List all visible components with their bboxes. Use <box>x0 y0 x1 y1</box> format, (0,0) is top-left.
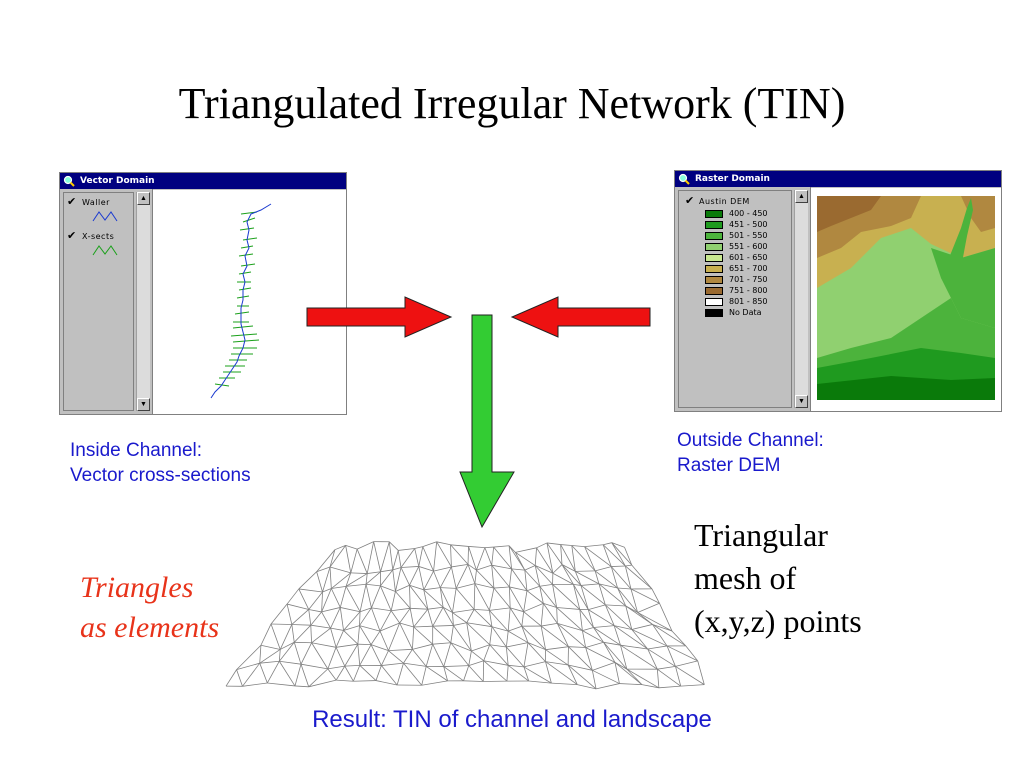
legend-row: 651 - 700 <box>705 264 768 274</box>
mesh-line1: Triangular <box>694 517 828 553</box>
legend-row: No Data <box>705 308 762 318</box>
outside-channel-caption: Outside Channel: Raster DEM <box>677 428 824 478</box>
austin-dem-checkbox[interactable]: ✔ <box>685 194 695 207</box>
scroll-up-button[interactable]: ▲ <box>795 190 808 203</box>
red-arrow-left <box>510 296 651 338</box>
mesh-label: Triangular mesh of (x,y,z) points <box>694 514 862 643</box>
mesh-line3: (x,y,z) points <box>694 603 862 639</box>
magnifier-icon <box>678 173 690 185</box>
raster-window-title: Raster Domain <box>695 174 770 184</box>
layer-name-xsects: X-sects <box>82 232 115 241</box>
raster-map-view[interactable] <box>811 188 1001 411</box>
raster-domain-window: Raster Domain ✔ Austin DEM 400 - 450 451 … <box>674 170 1002 412</box>
legend-swatch <box>705 286 723 295</box>
legend-label: 651 - 700 <box>729 264 768 273</box>
legend-swatch <box>705 209 723 218</box>
legend-row: 601 - 650 <box>705 253 768 263</box>
legend-label: 801 - 850 <box>729 297 768 306</box>
vector-window-title: Vector Domain <box>80 176 155 186</box>
legend-row: 701 - 750 <box>705 275 768 285</box>
vector-toc-scrollbar[interactable]: ▲ ▼ <box>136 192 150 411</box>
outside-channel-line1: Outside Channel: <box>677 430 824 451</box>
legend-label: 701 - 750 <box>729 275 768 284</box>
legend-swatch <box>705 253 723 262</box>
raster-layer-list: ✔ Austin DEM 400 - 450 451 - 500 501 - 550… <box>678 190 792 408</box>
green-arrow-down <box>459 314 515 529</box>
layer-name-austin-dem: Austin DEM <box>699 197 750 206</box>
legend-label: 451 - 500 <box>729 220 768 229</box>
legend-label: 400 - 450 <box>729 209 768 218</box>
vector-layer-list: ✔ Waller ✔ X-sects <box>63 192 134 411</box>
raster-toc-panel: ✔ Austin DEM 400 - 450 451 - 500 501 - 550… <box>675 187 811 411</box>
slide-title: Triangulated Irregular Network (TIN) <box>178 79 846 128</box>
tin-mesh-graphic <box>225 541 705 690</box>
red-arrow-right <box>306 296 453 338</box>
triangles-line2: as elements <box>80 611 220 644</box>
magnifier-icon <box>63 175 75 187</box>
vector-domain-window: Vector Domain ✔ Waller ✔ X-sects ▲ ▼ <box>59 172 347 415</box>
legend-swatch <box>705 264 723 273</box>
vector-window-titlebar: Vector Domain <box>60 173 346 189</box>
raster-toc-scrollbar[interactable]: ▲ ▼ <box>794 190 808 408</box>
legend-swatch <box>705 308 723 317</box>
dem-elevation-raster <box>817 196 995 400</box>
xsects-line-symbol-icon <box>92 245 118 256</box>
legend-label: No Data <box>729 308 762 317</box>
vector-toc-panel: ✔ Waller ✔ X-sects ▲ ▼ <box>60 189 153 414</box>
legend-swatch <box>705 231 723 240</box>
legend-row: 451 - 500 <box>705 220 768 230</box>
vector-map-view[interactable] <box>153 190 346 414</box>
inside-channel-line1: Inside Channel: <box>70 440 203 461</box>
scroll-down-button[interactable]: ▼ <box>795 395 808 408</box>
legend-swatch <box>705 242 723 251</box>
triangles-line1: Triangles <box>80 571 194 604</box>
waller-checkbox[interactable]: ✔ <box>67 195 77 208</box>
legend-label: 751 - 800 <box>729 286 768 295</box>
legend-label: 551 - 600 <box>729 242 768 251</box>
inside-channel-line2: Vector cross-sections <box>70 465 251 486</box>
legend-swatch <box>705 297 723 306</box>
legend-label: 601 - 650 <box>729 253 768 262</box>
waller-line-symbol-icon <box>92 211 118 222</box>
river-cross-sections-graphic <box>210 203 272 399</box>
legend-row: 751 - 800 <box>705 286 768 296</box>
result-caption: Result: TIN of channel and landscape <box>312 706 712 733</box>
mesh-line2: mesh of <box>694 560 797 596</box>
legend-row: 551 - 600 <box>705 242 768 252</box>
legend-swatch <box>705 220 723 229</box>
layer-name-waller: Waller <box>82 198 110 207</box>
legend-row: 801 - 850 <box>705 297 768 307</box>
triangles-label: Triangles as elements <box>80 568 219 648</box>
legend-row: 400 - 450 <box>705 209 768 219</box>
legend-row: 501 - 550 <box>705 231 768 241</box>
raster-window-titlebar: Raster Domain <box>675 171 1001 187</box>
legend-swatch <box>705 275 723 284</box>
scroll-down-button[interactable]: ▼ <box>137 398 150 411</box>
xsects-checkbox[interactable]: ✔ <box>67 229 77 242</box>
outside-channel-line2: Raster DEM <box>677 455 781 476</box>
scroll-up-button[interactable]: ▲ <box>137 192 150 205</box>
legend-label: 501 - 550 <box>729 231 768 240</box>
inside-channel-caption: Inside Channel: Vector cross-sections <box>70 438 251 488</box>
